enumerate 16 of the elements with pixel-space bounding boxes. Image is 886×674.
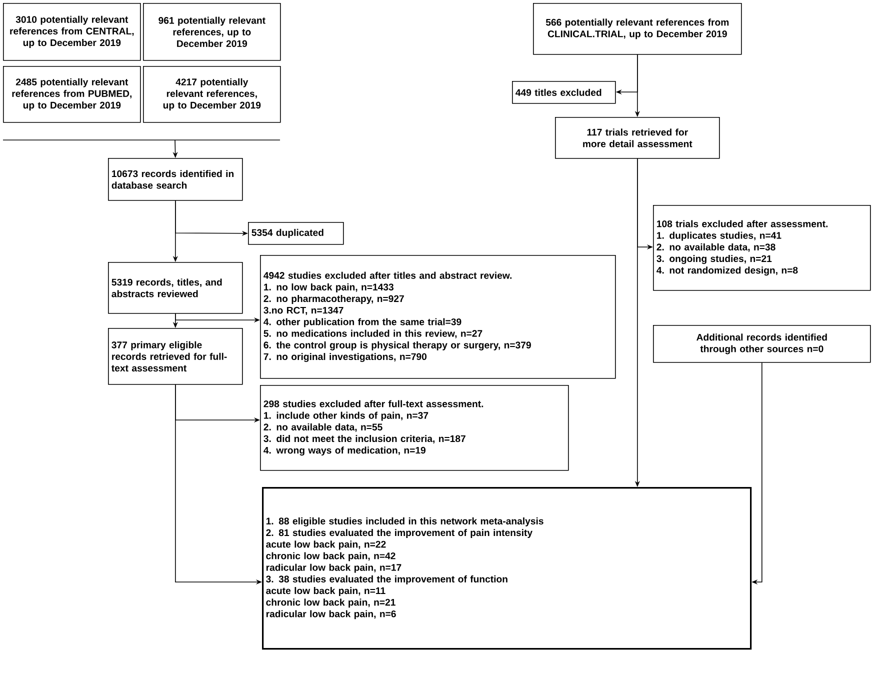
exclusion-box: 5354 duplicated <box>248 222 344 245</box>
exclusion-box: 449 titles excluded <box>512 81 616 104</box>
exclusion-box: 4942 studies excluded after titles and abstract review. 1. no low back pain, n=1433 2. no pharmacotherapy, n=927 3.no RCT, n=1347 4. other publication from the same trial=39 5. no medications included in this review, n=27 6. the control group is physical therapy or surgery, n=379 7. no original investigations, n=790 <box>260 255 616 379</box>
process-box: 117 trials retrieved for more detail assessment <box>555 117 720 159</box>
source-box: 2485 potentially relevant references from PUBMED, up to December 2019 <box>3 66 141 123</box>
result-box: 1. 88 eligible studies included in this network meta-analysis 2. 81 studies evaluated the improvement of pain intensity acute low back pain, n=22 chronic low back pain, n=42 radicular low back pain, n=17 3. 38 studies evaluated the improvement of function acute low back pain, n=11 chronic low back pain, n=21 radicular low back pain, n=6 <box>262 487 752 650</box>
source-box: 4217 potentially relevant references, up to December 2019 <box>143 66 281 123</box>
source-box: 961 potentially relevant references, up to December 2019 <box>143 3 281 61</box>
process-box: 377 primary eligible records retrieved for full-text assessment <box>108 328 243 385</box>
exclusion-box: 298 studies excluded after full-text assessment. 1. include other kinds of pain, n=37 2. no available data, n=55 3. did not meet the inclusion criteria, n=187 4. wrong ways of medication, n=19 <box>260 385 569 471</box>
source-box: 3010 potentially relevant references from CENTRAL, up to December 2019 <box>3 3 141 61</box>
source-box: 566 potentially relevant references from CLINICAL.TRIAL, up to December 2019 <box>533 3 742 55</box>
process-box: 10673 records identified in database search <box>108 158 243 201</box>
source-box: Additional records identified through other sources n=0 <box>653 325 871 363</box>
process-box: 5319 records, titles, and abstracts reviewed <box>108 262 243 314</box>
exclusion-box: 108 trials excluded after assessment. 1. duplicates studies, n=41 2. no available data, n=38 3. ongoing studies, n=21 4. not randomized design, n=8 <box>653 205 871 291</box>
